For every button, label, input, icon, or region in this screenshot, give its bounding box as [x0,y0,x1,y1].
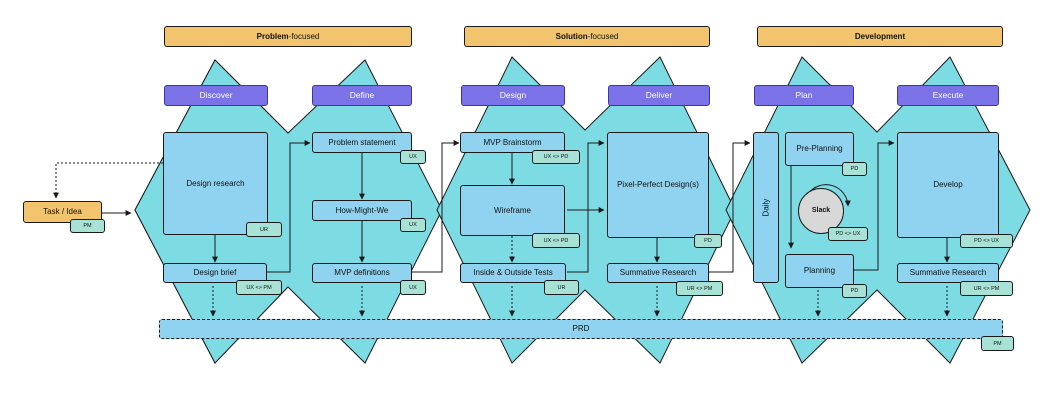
tag-research-ur: UR [246,222,282,237]
phase-discover: Discover [164,85,268,106]
node-pixel-perfect-designs: Pixel-Perfect Design(s) [607,132,709,238]
tag-develop-pd-ux: PD <> UX [960,234,1013,248]
section-solution-focused: Solution-focused [464,26,710,47]
node-prd: PRD [159,319,1003,339]
node-design-brief: Design brief [163,263,267,283]
node-task-idea: Task / Idea [23,201,102,223]
node-wireframe: Wireframe [460,185,565,236]
node-develop: Develop [897,132,999,238]
node-mvp-brainstorm: MVP Brainstorm [460,132,565,153]
phase-deliver: Deliver [608,85,710,106]
section-problem-focused: Problem-focused [164,26,412,47]
node-planning: Planning [785,254,854,288]
tag-hmw-ux: UX [400,218,426,232]
tag-brainstorm-ux-pd: UX <> PD [532,150,580,164]
phase-design: Design [461,85,565,106]
tag-summative1-ur-pm: UR <> PM [676,281,723,296]
tag-pixel-pd: PD [694,234,722,248]
tag-tests-ur: UR [544,280,579,295]
connector-brief-problem [267,140,311,273]
node-summative-research-1: Summative Research [607,263,709,283]
connector-planning-develop [854,140,895,271]
node-how-might-we: How-Might-We [312,200,412,221]
section-problem-light: -focused [288,31,320,41]
phase-plan: Plan [754,85,854,106]
connector-tests-pixel [567,140,605,273]
node-problem-statement: Problem statement [312,132,412,153]
tag-mvp-def-ux: UX [400,280,426,295]
connector-summative-daily [709,140,751,273]
tag-task-pm: PM [70,219,105,233]
tag-planning-pd: PD [842,284,867,298]
phase-execute: Execute [897,85,999,106]
node-inside-outside-tests: Inside & Outside Tests [460,263,566,283]
tag-slack-pd-ux: PD <> UX [828,227,868,241]
node-daily: Daily [753,132,779,283]
tag-wireframe-ux-pd: UX <> PD [532,233,580,248]
section-solution-light: -focused [587,31,619,41]
node-pre-planning: Pre-Planning [785,132,854,166]
tag-problem-ux: UX [400,150,426,164]
tag-summative2-ur-pm: UR <> PM [960,281,1013,296]
phase-define: Define [312,85,412,106]
section-problem-bold: Problem [256,31,289,41]
section-solution-bold: Solution [555,31,588,41]
node-design-research: Design research [163,132,268,235]
section-development: Development [757,26,1003,47]
tag-prd-pm: PM [981,336,1014,351]
tag-preplanning-pd: PD [842,162,867,176]
node-slack: Slack [798,188,844,234]
tag-brief-ux-pm: UX <> PM [236,280,282,295]
connector-mvpdef-brainstorm [412,140,460,273]
node-daily-label: Daily [761,198,771,217]
node-summative-research-2: Summative Research [897,263,999,283]
section-development-bold: Development [854,31,906,41]
node-mvp-definitions: MVP definitions [312,263,412,283]
